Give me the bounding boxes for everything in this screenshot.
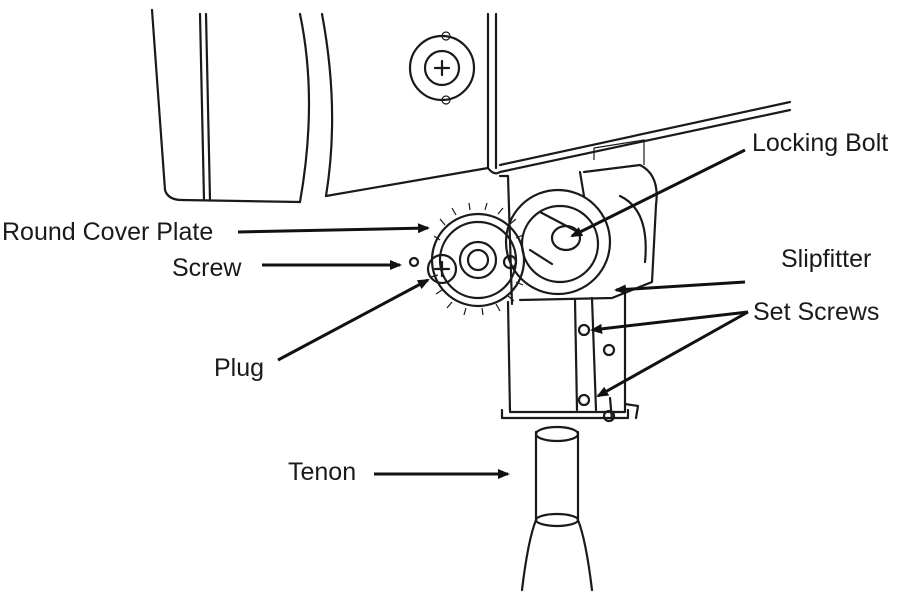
arrow-plug xyxy=(277,278,430,362)
label-round-cover-plate: Round Cover Plate xyxy=(2,218,213,246)
tenon xyxy=(520,425,594,592)
arrow-set-screw-upper xyxy=(590,310,749,334)
arrow-set-screw-lower xyxy=(596,310,749,398)
set-screws xyxy=(577,323,616,423)
cover-screw xyxy=(408,256,420,268)
callout-arrows xyxy=(237,148,749,479)
fixture-housing xyxy=(150,8,792,204)
label-slipfitter: Slipfitter xyxy=(781,245,871,273)
label-plug: Plug xyxy=(214,354,264,382)
plug xyxy=(426,253,458,285)
label-locking-bolt: Locking Bolt xyxy=(752,129,888,157)
slipfitter-body xyxy=(498,163,658,422)
arrow-locking-bolt xyxy=(570,148,746,238)
housing-screw xyxy=(408,31,476,105)
arrow-slipfitter xyxy=(614,280,746,295)
label-tenon: Tenon xyxy=(288,458,356,486)
label-set-screws: Set Screws xyxy=(753,298,879,326)
arrow-round-cover-plate xyxy=(237,223,430,234)
locking-bolt-housing xyxy=(504,188,612,296)
label-screw: Screw xyxy=(172,254,242,282)
